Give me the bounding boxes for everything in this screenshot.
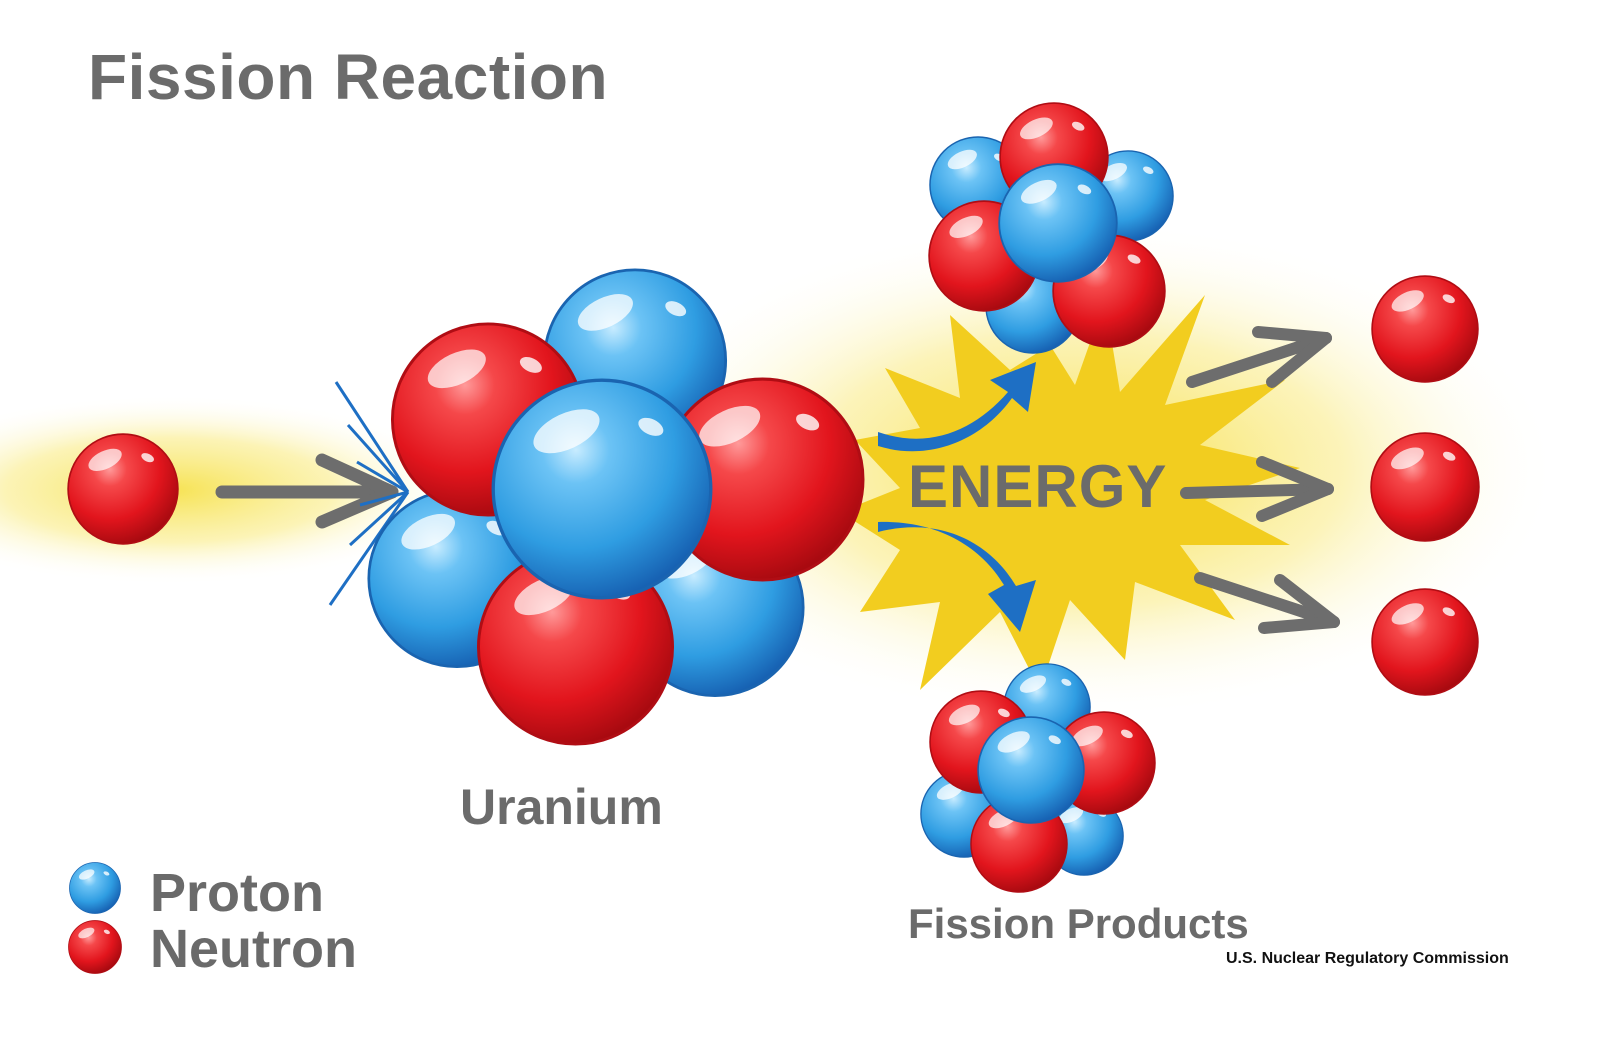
incoming-neutron: [67, 433, 179, 545]
diagram-title: Fission Reaction: [88, 41, 609, 113]
credit-text: U.S. Nuclear Regulatory Commission: [1226, 950, 1509, 967]
arrow-to-top-product: [878, 362, 1036, 452]
legend-neutron-label: Neutron: [150, 919, 357, 979]
outgoing-arrow-middle: [1180, 456, 1334, 522]
proton: [491, 378, 713, 600]
released-neutron: [1371, 275, 1479, 383]
arrow-to-bottom-product: [878, 521, 1036, 632]
proton: [977, 716, 1085, 824]
legend-proton-icon: [69, 862, 121, 914]
legend-proton-label: Proton: [150, 863, 324, 923]
released-neutron: [1371, 588, 1479, 696]
incoming-arrow: [215, 453, 399, 529]
uranium-label: Uranium: [460, 779, 663, 835]
energy-label: ENERGY: [908, 453, 1168, 520]
energy-burst: [840, 295, 1300, 690]
legend-neutron-icon: [68, 920, 122, 974]
outgoing-arrow-bottom: [1194, 572, 1340, 634]
impact-lines: [328, 381, 410, 606]
fission-products-label: Fission Products: [908, 900, 1249, 947]
proton: [998, 163, 1118, 283]
outgoing-arrow-top: [1186, 326, 1332, 388]
released-neutron: [1370, 432, 1480, 542]
